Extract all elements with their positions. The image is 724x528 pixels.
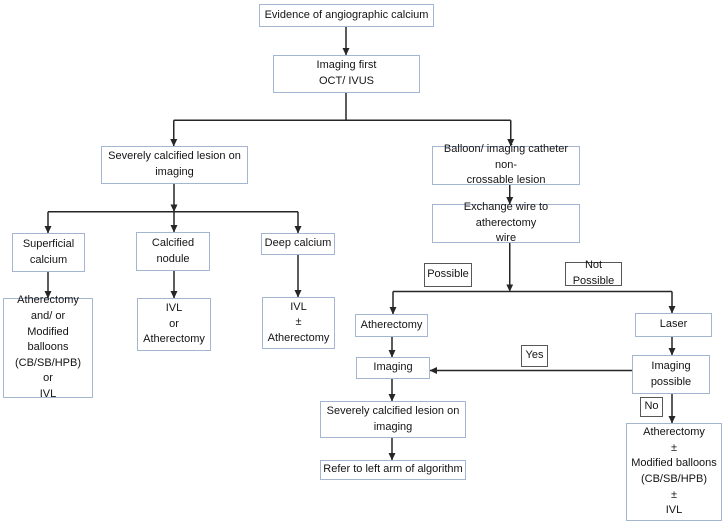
node-exchange-wire-atherectomy: Exchange wire to atherectomy wire bbox=[432, 201, 580, 244]
label-not-possible: Not Possible bbox=[565, 259, 622, 287]
node-treatment-no-imaging: Atherectomy ± Modified balloons (CB/SB/H… bbox=[626, 423, 722, 521]
node-severely-calcified-lesion-bottom: Severely calcified lesion on imaging bbox=[320, 401, 466, 438]
node-laser: Laser bbox=[635, 313, 712, 337]
node-evidence-of-angiographic-calcium: Evidence of angiographic calcium bbox=[259, 4, 434, 27]
node-deep-calcium: Deep calcium bbox=[261, 233, 335, 255]
node-treatment-deep: IVL ± Atherectomy bbox=[262, 297, 335, 349]
node-calcified-nodule: Calcified nodule bbox=[136, 232, 210, 271]
node-balloon-catheter-non-crossable: Balloon/ imaging catheter non- crossable… bbox=[432, 143, 580, 186]
node-superficial-calcium: Superficial calcium bbox=[12, 233, 85, 272]
label-no: No bbox=[640, 397, 663, 417]
node-atherectomy-right: Atherectomy bbox=[355, 314, 428, 337]
node-imaging-possible: Imaging possible bbox=[632, 355, 710, 394]
node-treatment-superficial: Atherectomy and/ or Modified balloons (C… bbox=[3, 294, 93, 400]
label-possible: Possible bbox=[424, 263, 472, 287]
label-yes: Yes bbox=[521, 345, 548, 367]
node-treatment-nodule: IVL or Atherectomy bbox=[137, 298, 211, 351]
node-imaging-first-oct-ivus: Imaging first OCT/ IVUS bbox=[273, 55, 420, 93]
node-imaging: Imaging bbox=[356, 357, 430, 379]
node-refer-left-arm: Refer to left arm of algorithm bbox=[320, 460, 466, 480]
node-severely-calcified-lesion-left: Severely calcified lesion on imaging bbox=[101, 146, 248, 184]
